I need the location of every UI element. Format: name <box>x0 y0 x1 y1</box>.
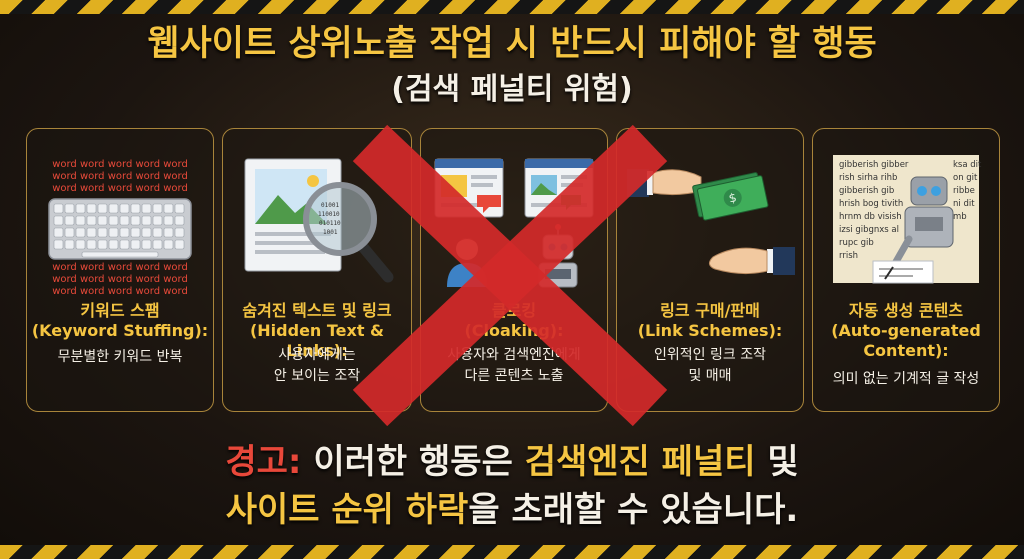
page-title: 웹사이트 상위노출 작업 시 반드시 피해야 할 행동 <box>147 24 877 64</box>
keyboard-key <box>75 227 86 238</box>
svg-text:010110: 010110 <box>319 220 341 227</box>
svg-text:$: $ <box>728 190 738 205</box>
keyboard-key <box>163 239 174 250</box>
keyboard-icon: word word word word word word word word … <box>48 159 192 297</box>
card-title: 자동 생성 콘텐츠 (Auto-generated Content): <box>831 301 981 360</box>
keyboard-key <box>152 239 163 250</box>
gibberish-line: izsi gibgnxs al <box>839 225 899 235</box>
keyboard-key <box>152 203 163 214</box>
keyboard-key <box>75 203 86 214</box>
keyboard-key <box>97 239 108 250</box>
word-line: word word word word word <box>52 183 188 194</box>
keyboard-key <box>86 239 97 250</box>
card-description: 사용자에게는 안 보이는 조작 <box>273 347 361 384</box>
card-description: 무분별한 키워드 반복 <box>57 349 183 365</box>
card-auto-generated: gibberish gibber rish sirha rihb gibberish… <box>812 128 1000 412</box>
card-description: 의미 없는 기계적 글 작성 <box>832 371 980 387</box>
card-link-schemes: $ 링크 구매/판매 (Link Schemes): 인위적인 링크 조작 및 … <box>616 128 804 412</box>
keyboard-key <box>152 215 163 226</box>
keyboard-key <box>174 215 185 226</box>
card-keyword-stuffing: word word word word word word word word … <box>26 128 214 412</box>
keyboard-key <box>108 203 119 214</box>
keyboard-key <box>152 227 163 238</box>
keyboard-key <box>141 227 152 238</box>
writing-robot-icon: gibberish gibber rish sirha rihb gibberish… <box>833 155 982 284</box>
keyboard-key <box>53 239 64 250</box>
gibberish-line: gibberish gib <box>839 186 894 196</box>
keyboard-key <box>130 227 141 238</box>
keyboard-key <box>97 215 108 226</box>
word-line: word word word word word <box>52 262 188 273</box>
keyboard-key <box>75 239 86 250</box>
keyboard-key <box>97 227 108 238</box>
keyboard-key <box>86 203 97 214</box>
keyboard-key <box>174 239 185 250</box>
money-exchange-icon: $ <box>627 169 795 275</box>
gibberish-line: rrish <box>839 251 858 261</box>
gibberish-line: rish sirha rihb <box>839 173 897 183</box>
gibberish-line: ribbe <box>953 186 975 196</box>
keyboard-key <box>53 227 64 238</box>
keyboard-key <box>64 203 75 214</box>
keyboard-key <box>119 215 130 226</box>
keyboard-key <box>108 215 119 226</box>
card-hidden-text: 01001 110010 010110 1001 숨겨진 텍스트 및 링크 (H… <box>222 128 412 412</box>
hazard-stripe-top <box>0 0 1024 14</box>
keyboard-key <box>130 203 141 214</box>
keyboard-key <box>163 203 174 214</box>
keyboard-key <box>64 239 75 250</box>
keyboard-key <box>130 215 141 226</box>
warning-label: 경고: <box>225 442 302 482</box>
keyboard-key <box>130 239 141 250</box>
keyboard-key <box>108 227 119 238</box>
keyboard-key <box>119 239 130 250</box>
word-line: word word word word word <box>52 274 188 285</box>
keyboard-key <box>119 203 130 214</box>
keyboard-key <box>86 227 97 238</box>
keyboard-key <box>174 203 185 214</box>
keyboard-key <box>174 227 185 238</box>
card-cloaking: 클로킹 (Cloaking): 사용자와 검색엔진에게 다른 콘텐츠 노출 <box>420 128 608 412</box>
word-line: word word word word word <box>52 171 188 182</box>
gibberish-line: on git <box>953 173 978 183</box>
keyboard-key <box>86 215 97 226</box>
user-robot-icon <box>434 158 594 288</box>
keyboard-key <box>163 227 174 238</box>
keyboard-spacebar <box>81 251 159 258</box>
keyboard-key <box>75 215 86 226</box>
keyboard-key <box>163 215 174 226</box>
svg-text:110010: 110010 <box>318 211 340 218</box>
warning-line-2: 사이트 순위 하락을 초래할 수 있습니다. <box>225 490 799 530</box>
keyboard-key <box>119 227 130 238</box>
card-title: 클로킹 (Cloaking): <box>464 301 564 340</box>
card-description: 사용자와 검색엔진에게 다른 콘텐츠 노출 <box>447 347 581 384</box>
keyboard-key <box>108 239 119 250</box>
hazard-stripe-bottom <box>0 545 1024 559</box>
gibberish-line: ni dit <box>953 199 975 209</box>
warning-line-1: 경고: 이러한 행동은 검색엔진 페널티 및 <box>225 442 799 482</box>
keyboard-key <box>141 239 152 250</box>
keyboard-key <box>141 215 152 226</box>
keyboard-key <box>53 215 64 226</box>
gibberish-line: rupc gib <box>839 238 874 248</box>
keyboard-key <box>64 227 75 238</box>
gibberish-line: ksa dit <box>953 160 982 170</box>
page-subtitle: (검색 페널티 위험) <box>391 72 633 107</box>
keyboard-key <box>53 203 64 214</box>
gibberish-line: gibberish gibber <box>839 160 909 170</box>
card-description: 인위적인 링크 조작 및 매매 <box>654 347 766 384</box>
gibberish-line: hrish bog tivith <box>839 199 903 209</box>
svg-text:01001: 01001 <box>321 202 339 209</box>
svg-text:1001: 1001 <box>323 229 338 236</box>
magnifier-icon: 01001 110010 010110 1001 <box>244 158 394 283</box>
gibberish-line: hrnm db visish <box>839 212 902 222</box>
gibberish-line: mb <box>953 212 967 222</box>
keyboard-key <box>141 203 152 214</box>
word-line: word word word word word <box>52 286 188 297</box>
card-title: 링크 구매/판매 (Link Schemes): <box>637 301 783 340</box>
card-title: 키워드 스팸 (Keyword Stuffing): <box>31 301 209 340</box>
keyboard-key <box>64 215 75 226</box>
word-line: word word word word word <box>52 159 188 170</box>
keyboard-key <box>97 203 108 214</box>
